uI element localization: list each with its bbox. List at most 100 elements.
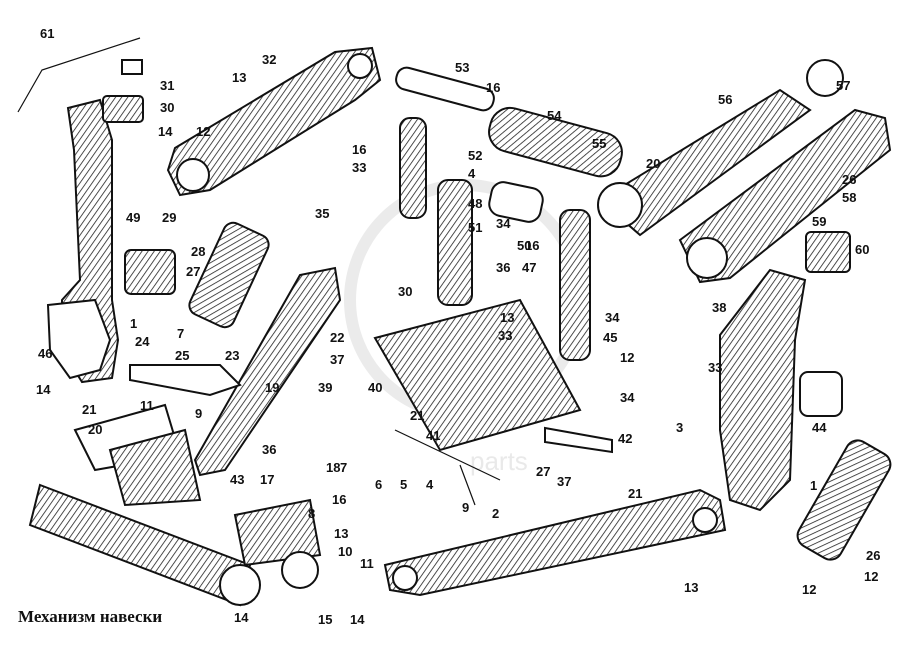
callout-label: 56	[718, 92, 732, 107]
callout-label: 41	[426, 428, 440, 443]
callout-label: 36	[262, 442, 276, 457]
callout-label: 26	[866, 548, 880, 563]
part-45-link	[559, 209, 591, 361]
part-30-right-block	[805, 231, 851, 273]
callout-label: 14	[350, 612, 365, 627]
part-54-spline-shaft	[488, 106, 623, 178]
part-2-chain	[394, 429, 501, 506]
callout-label: 22	[330, 330, 344, 345]
callout-label: 55	[592, 136, 606, 151]
callout-label: 6	[375, 477, 382, 492]
part-1-lower-link	[383, 488, 727, 597]
part-1-left-plate	[46, 298, 112, 380]
callout-label: 4	[468, 166, 476, 181]
callout-label: 37	[330, 352, 344, 367]
callout-label: 13	[684, 580, 698, 595]
callout-label: 49	[126, 210, 140, 225]
callout-label: 33	[498, 328, 512, 343]
callout-label: 21	[628, 486, 642, 501]
callout-label: 14	[36, 382, 51, 397]
callout-label: 32	[262, 52, 276, 67]
callout-label: 61	[40, 26, 54, 41]
callout-label: 34	[496, 216, 511, 231]
callout-label: 58	[842, 190, 856, 205]
part-60-arm	[678, 108, 892, 284]
callout-label: 3	[676, 420, 683, 435]
callout-label: 5	[400, 477, 407, 492]
callout-label: 8	[308, 506, 315, 521]
callout-label: 15	[318, 612, 332, 627]
part-26-cylinder	[188, 221, 270, 329]
part-57-eye	[806, 59, 844, 97]
part-30-block	[102, 95, 144, 123]
callout-label: 34	[620, 390, 635, 405]
callout-label: 33	[352, 160, 366, 175]
callout-label: 24	[135, 334, 150, 349]
part-42-frame	[373, 298, 582, 452]
callout-label: 53	[455, 60, 469, 75]
callout-label: 12	[864, 569, 878, 584]
callout-label: 14	[158, 124, 173, 139]
callout-label: 31	[160, 78, 174, 93]
callout-label: 47	[522, 260, 536, 275]
watermark-text: parts	[470, 446, 528, 476]
part-53-shaft	[395, 66, 495, 112]
callout-label: 11	[360, 556, 374, 571]
callout-label: 35	[315, 206, 329, 221]
callout-label: 4	[426, 477, 434, 492]
callout-label: 33	[708, 360, 722, 375]
callout-label: 34	[605, 310, 620, 325]
part-22-link	[129, 364, 242, 397]
callout-label: 19	[265, 380, 279, 395]
callout-label: 20	[646, 156, 660, 171]
callout-label: 21	[410, 408, 424, 423]
callout-label: 13	[334, 526, 348, 541]
callout-label: 45	[603, 330, 617, 345]
part-50-pin	[488, 181, 544, 223]
part-27-right-clamp	[799, 371, 843, 417]
callout-label: 38	[712, 300, 726, 315]
callout-label: 54	[547, 108, 562, 123]
callout-label: 7	[340, 460, 347, 475]
callout-label: 9	[462, 500, 469, 515]
diagram-caption: Механизм навески	[18, 607, 162, 626]
callout-label: 29	[162, 210, 176, 225]
callout-label: 10	[338, 544, 352, 559]
callout-label: 44	[812, 420, 827, 435]
part-16-link	[399, 117, 427, 219]
callout-label: 16	[332, 492, 346, 507]
callout-label: 57	[836, 78, 850, 93]
callout-label: 27	[536, 464, 550, 479]
part-27-clamp	[124, 249, 176, 295]
callout-label: 50	[517, 238, 531, 253]
callout-label: 1	[810, 478, 817, 493]
callout-label: 43	[230, 472, 244, 487]
leader-61	[17, 37, 141, 113]
part-36-pin	[544, 426, 613, 454]
callout-label: 52	[468, 148, 482, 163]
callout-label: 13	[500, 310, 514, 325]
callout-label: 20	[88, 422, 102, 437]
callout-label: 37	[557, 474, 571, 489]
callout-label: 12	[620, 350, 634, 365]
callout-label: 51	[468, 220, 482, 235]
callout-label: 42	[618, 431, 632, 446]
callout-label: 30	[398, 284, 412, 299]
part-44-bracket	[719, 268, 807, 512]
part-32-arm	[166, 46, 382, 197]
callout-label: 13	[232, 70, 246, 85]
callout-label: 11	[140, 398, 154, 413]
callout-label: 18	[326, 460, 340, 475]
callout-label: 21	[82, 402, 96, 417]
callout-label: 59	[812, 214, 826, 229]
callout-label: 7	[0, 0, 7, 3]
part-55-joint	[597, 182, 643, 228]
callout-label: 1	[130, 316, 137, 331]
callout-label: 12	[196, 124, 210, 139]
callout-label: 9	[195, 406, 202, 421]
callout-label: 27	[186, 264, 200, 279]
callout-label: 46	[38, 346, 52, 361]
